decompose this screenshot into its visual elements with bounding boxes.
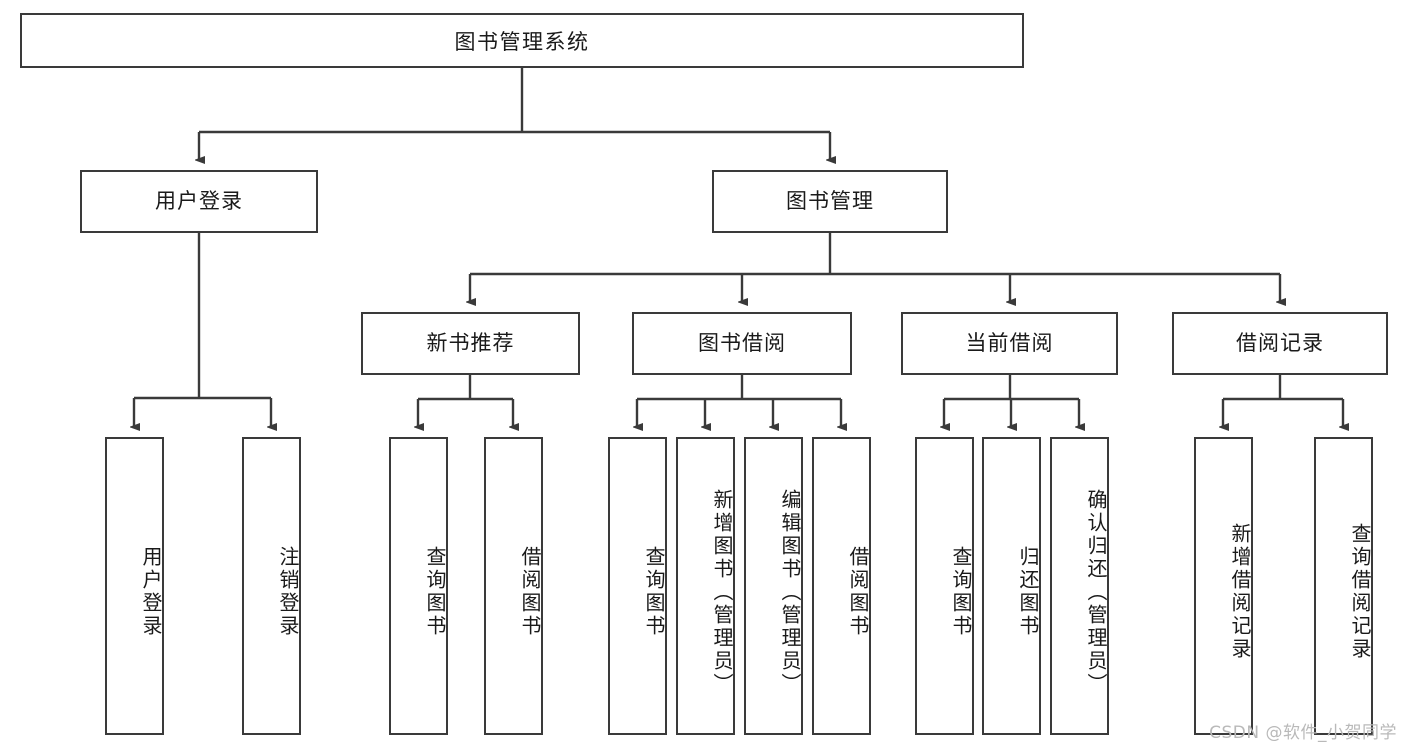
leaf-query-borrow-record[interactable]: 查询借阅记录	[1314, 437, 1373, 735]
node-label: 新增借阅记录	[1228, 523, 1252, 661]
node-label: 新书推荐	[426, 330, 515, 355]
leaf-user-logout[interactable]: 注销登录	[242, 437, 301, 735]
leaf-query-book-recommend[interactable]: 查询图书	[389, 437, 448, 735]
node-label: 借阅图书	[518, 546, 542, 638]
node-book-management[interactable]: 图书管理	[712, 170, 948, 233]
node-label: 查询借阅记录	[1348, 523, 1372, 661]
node-label: 当前借阅	[965, 330, 1054, 355]
leaf-query-book-current[interactable]: 查询图书	[915, 437, 974, 735]
node-label: 查询图书	[423, 546, 447, 638]
node-label: 图书管理系统	[454, 29, 590, 54]
node-label: 图书管理	[786, 188, 874, 213]
node-label: 借阅图书	[846, 546, 870, 638]
node-user-login[interactable]: 用户登录	[80, 170, 318, 233]
node-root-book-management-system[interactable]: 图书管理系统	[20, 13, 1024, 68]
leaf-query-book-borrow[interactable]: 查询图书	[608, 437, 667, 735]
node-label: 注销登录	[276, 546, 300, 638]
leaf-return-book[interactable]: 归还图书	[982, 437, 1041, 735]
node-label: 新增图书（管理员）	[710, 488, 734, 696]
leaf-user-login[interactable]: 用户登录	[105, 437, 164, 735]
node-borrow-record[interactable]: 借阅记录	[1172, 312, 1388, 375]
node-new-book-recommend[interactable]: 新书推荐	[361, 312, 580, 375]
node-label: 编辑图书（管理员）	[778, 488, 802, 696]
leaf-borrow-book[interactable]: 借阅图书	[812, 437, 871, 735]
leaf-edit-book-admin[interactable]: 编辑图书（管理员）	[744, 437, 803, 735]
leaf-add-borrow-record[interactable]: 新增借阅记录	[1194, 437, 1253, 735]
node-current-borrow[interactable]: 当前借阅	[901, 312, 1118, 375]
leaf-borrow-book-recommend[interactable]: 借阅图书	[484, 437, 543, 735]
node-book-borrow[interactable]: 图书借阅	[632, 312, 852, 375]
node-label: 借阅记录	[1236, 330, 1324, 355]
node-label: 用户登录	[139, 546, 163, 638]
node-label: 归还图书	[1016, 546, 1040, 638]
leaf-confirm-return-admin[interactable]: 确认归还（管理员）	[1050, 437, 1109, 735]
node-label: 确认归还（管理员）	[1084, 488, 1108, 696]
leaf-add-book-admin[interactable]: 新增图书（管理员）	[676, 437, 735, 735]
node-label: 查询图书	[949, 546, 973, 638]
node-label: 图书借阅	[698, 330, 786, 355]
node-label: 查询图书	[642, 546, 666, 638]
node-label: 用户登录	[155, 188, 243, 213]
